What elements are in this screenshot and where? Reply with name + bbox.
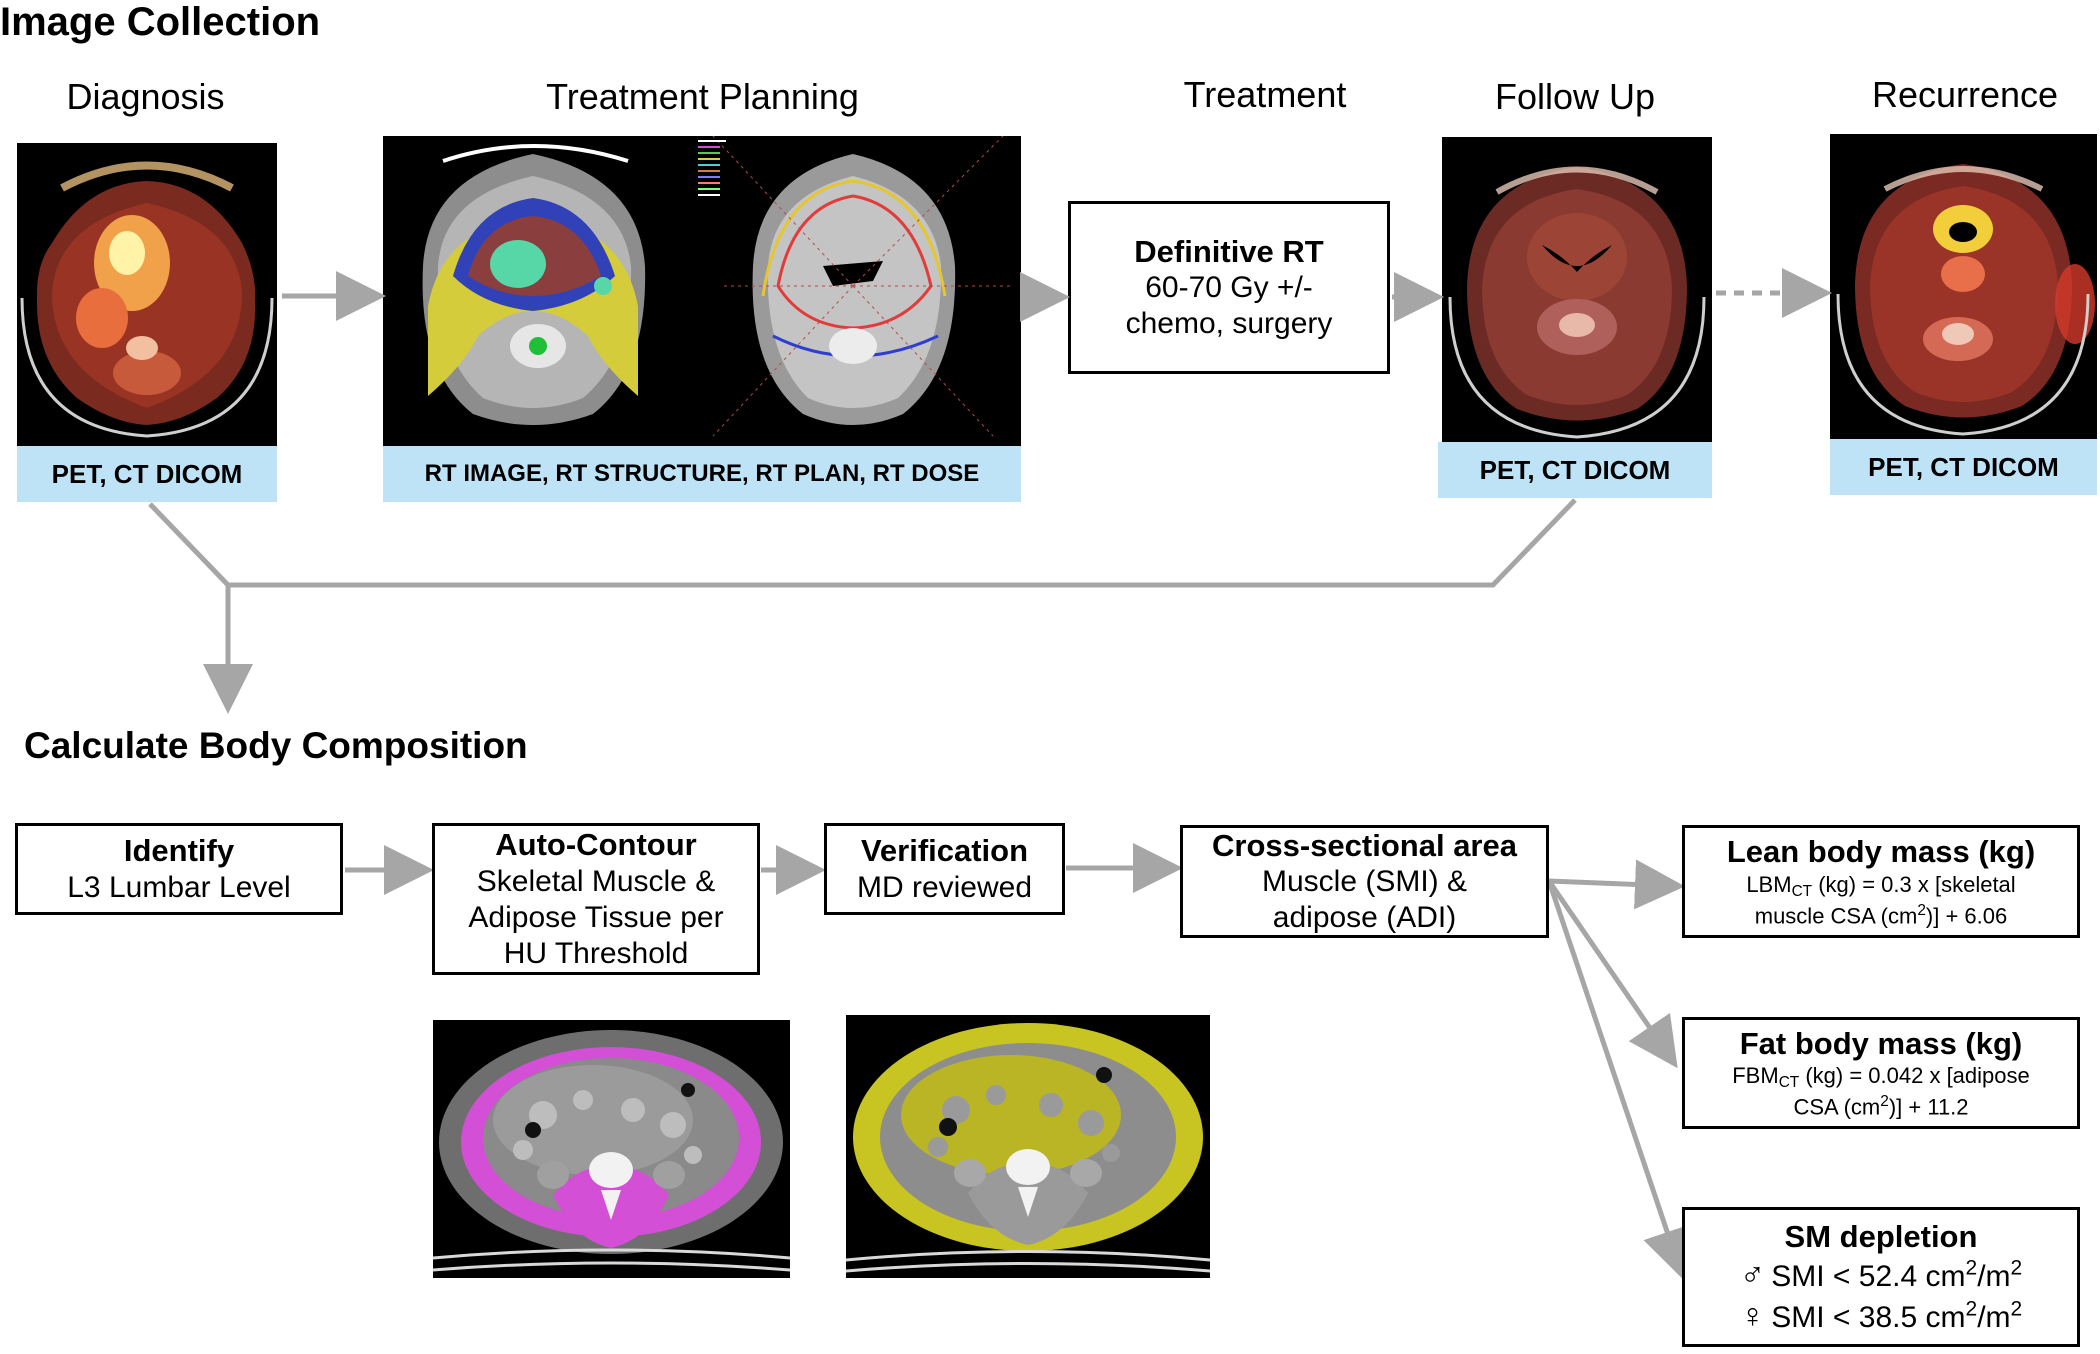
definitive-rt-box: Definitive RT 60-70 Gy +/- chemo, surger… (1068, 201, 1390, 374)
cross-sectional-area-line2: adipose (ADI) (1272, 901, 1457, 935)
definitive-rt-dose: 60-70 Gy +/- (1145, 271, 1313, 305)
stage-label-follow-up: Follow Up (1494, 76, 1656, 117)
l3-adipose-segmentation-image (846, 1015, 1210, 1278)
identify-title: Identify (123, 833, 235, 869)
diagnosis-pet-ct-image (17, 143, 277, 446)
lean-body-mass-title: Lean body mass (kg) (1726, 834, 2036, 870)
auto-contour-box: Auto-Contour Skeletal Muscle & Adipose T… (432, 823, 760, 975)
fat-body-mass-formula-line2: CSA (cm2)] + 11.2 (1793, 1093, 1969, 1120)
sm-depletion-female: ♀SMI < 38.5 cm2/m2 (1739, 1296, 2023, 1335)
cross-sectional-area-box: Cross-sectional area Muscle (SMI) & adip… (1180, 825, 1549, 938)
recurrence-pet-ct-image (1830, 134, 2097, 439)
auto-contour-title: Auto-Contour (495, 827, 697, 863)
image-collection-title: Image Collection (0, 0, 321, 44)
arrow-csa-to-fat-mass (1546, 879, 1678, 1069)
sm-depletion-title: SM depletion (1784, 1218, 1978, 1254)
fat-body-mass-formula-line1: FBMCT (kg) = 0.042 x [adipose (1732, 1063, 2030, 1091)
definitive-rt-modalities: chemo, surgery (1125, 307, 1333, 341)
verification-title: Verification (860, 833, 1029, 869)
lean-body-mass-box: Lean body mass (kg) LBMCT (kg) = 0.3 x [… (1682, 825, 2080, 938)
body-composition-title: Calculate Body Composition (24, 725, 528, 766)
auto-contour-line1: Skeletal Muscle & (476, 864, 716, 898)
identify-text: L3 Lumbar Level (67, 870, 291, 904)
follow-up-pet-ct-image (1442, 137, 1712, 442)
verification-text: MD reviewed (856, 870, 1033, 904)
cross-sectional-area-line1: Muscle (SMI) & (1261, 865, 1468, 899)
diagnosis-caption: PET, CT DICOM (17, 446, 277, 502)
arrow-csa-to-lean-mass (1548, 859, 1685, 910)
stage-label-diagnosis: Diagnosis (66, 76, 225, 117)
l3-muscle-segmentation-image (433, 1020, 790, 1278)
lean-body-mass-formula-line1: LBMCT (kg) = 0.3 x [skeletal (1746, 871, 2016, 900)
auto-contour-line3: HU Threshold (503, 936, 689, 970)
stage-label-recurrence: Recurrence (1871, 74, 2059, 115)
sm-depletion-male: ♂SMI < 52.4 cm2/m2 (1739, 1255, 2023, 1294)
female-symbol-icon: ♀ (1739, 1296, 1766, 1335)
stage-label-treatment: Treatment (1183, 74, 1347, 115)
follow-up-caption: PET, CT DICOM (1438, 442, 1712, 498)
stage-label-treatment-planning: Treatment Planning (546, 76, 859, 117)
connector-collect-images (148, 498, 1577, 588)
cross-sectional-area-title: Cross-sectional area (1212, 827, 1517, 863)
treatment-planning-caption: RT IMAGE, RT STRUCTURE, RT PLAN, RT DOSE (383, 446, 1021, 502)
sm-depletion-box: SM depletion ♂SMI < 52.4 cm2/m2 ♀SMI < 3… (1682, 1207, 2080, 1347)
verification-box: Verification MD reviewed (824, 823, 1065, 915)
lean-body-mass-formula-line2: muscle CSA (cm2)] + 6.06 (1754, 901, 2008, 929)
fat-body-mass-title: Fat body mass (kg) (1739, 1025, 2023, 1061)
treatment-planning-rt-image (383, 136, 1021, 446)
auto-contour-line2: Adipose Tissue per (468, 900, 724, 934)
recurrence-caption: PET, CT DICOM (1830, 439, 2097, 495)
fat-body-mass-box: Fat body mass (kg) FBMCT (kg) = 0.042 x … (1682, 1017, 2080, 1129)
male-symbol-icon: ♂ (1739, 1255, 1766, 1294)
identify-box: Identify L3 Lumbar Level (15, 823, 343, 915)
definitive-rt-title: Definitive RT (1134, 233, 1324, 269)
arrow-csa-to-sm-depletion (1546, 880, 1691, 1280)
